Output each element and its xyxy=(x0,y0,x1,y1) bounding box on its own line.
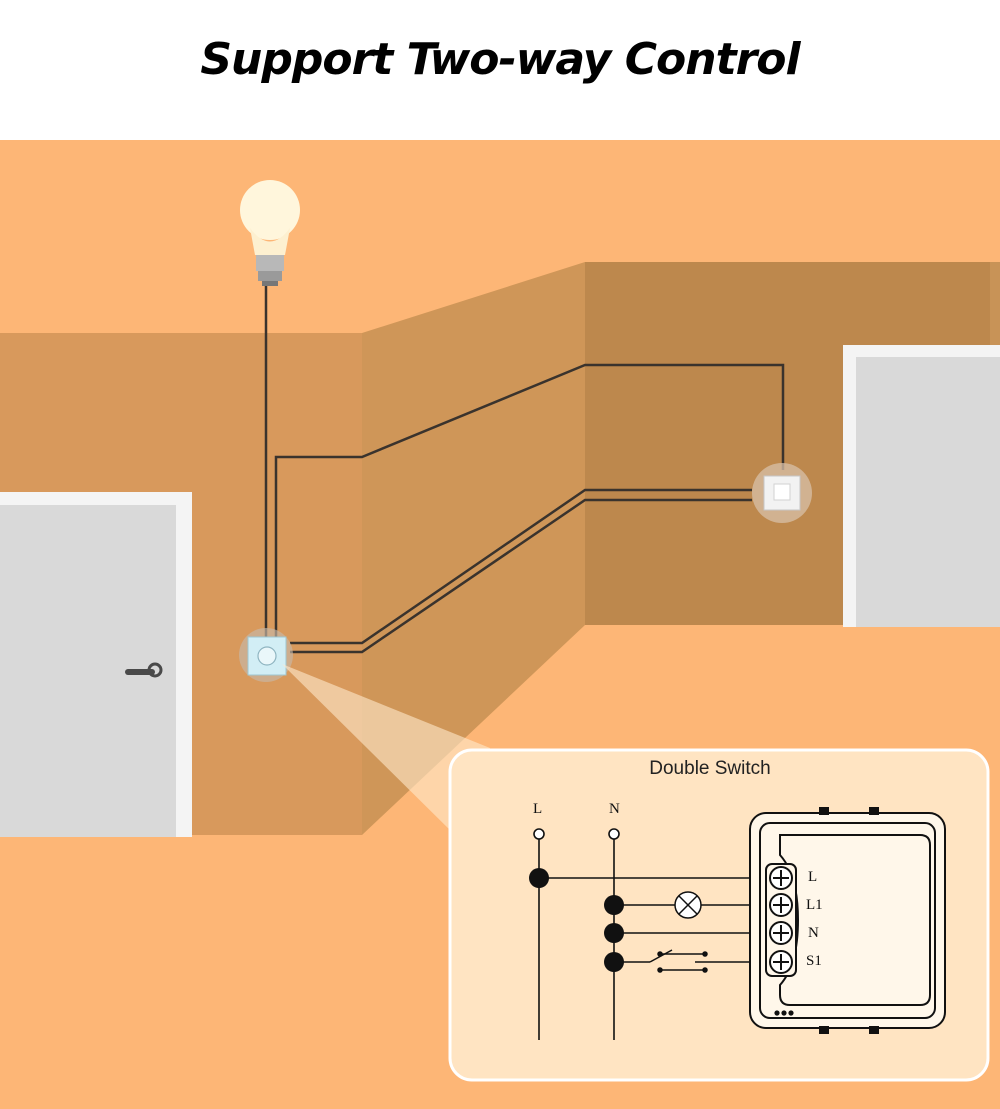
door-handle xyxy=(125,669,155,675)
rail-label-n: N xyxy=(609,801,620,817)
two-way-switch-symbol-icon xyxy=(649,949,715,973)
page-title: Support Two-way Control xyxy=(200,34,800,85)
wall-switch-icon[interactable] xyxy=(239,628,293,682)
right-door xyxy=(843,345,1000,627)
panel-title: Double Switch xyxy=(649,758,771,779)
left-door xyxy=(0,492,192,837)
module-icon xyxy=(749,807,946,1034)
junction-dots xyxy=(529,868,624,972)
traveler-wire-top xyxy=(274,363,785,640)
remote-switch-icon[interactable] xyxy=(752,463,812,523)
terminal-screws xyxy=(765,863,797,977)
terminal-label-l: L xyxy=(808,869,818,885)
light-bulb-icon xyxy=(240,180,300,286)
terminal-label-l1: L1 xyxy=(806,897,823,913)
traveler-wire-2 xyxy=(290,498,752,654)
wiring xyxy=(264,285,785,654)
traveler-wire-1 xyxy=(290,488,752,645)
detail-panel xyxy=(448,748,990,1082)
terminal-label-n: N xyxy=(808,925,819,941)
lamp-symbol-icon xyxy=(674,891,702,919)
rail-label-l: L xyxy=(533,801,543,817)
room-illustration xyxy=(0,140,1000,1109)
zoom-beam xyxy=(282,664,490,835)
terminal-label-s1: S1 xyxy=(806,953,822,969)
room-scene xyxy=(0,140,1000,1109)
middle-wall xyxy=(362,262,585,835)
